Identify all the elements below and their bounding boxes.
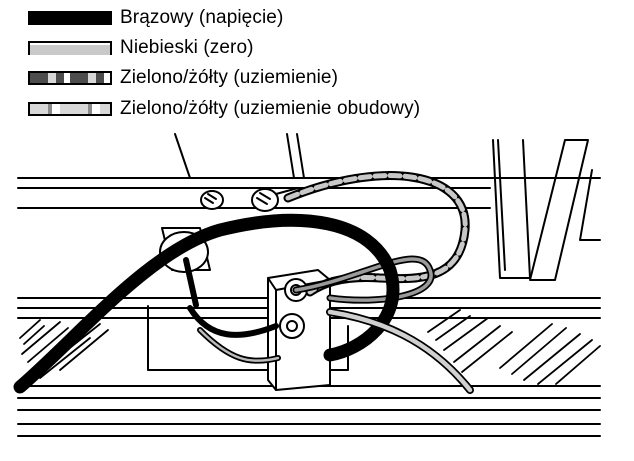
legend-label-green-yellow: Zielono/żółty (uziemienie) bbox=[120, 67, 339, 88]
wire-color-legend: Brązowy (napięcie) Niebieski (zero) Ziel… bbox=[0, 0, 634, 135]
back-panel-screw-icon bbox=[200, 190, 224, 210]
legend-label-brown: Brązowy (napięcie) bbox=[120, 7, 284, 28]
appliance-back-panel bbox=[17, 133, 601, 209]
terminal-screw-lower-icon bbox=[279, 313, 305, 339]
appliance-side-frame bbox=[492, 139, 601, 281]
legend-item-brown: Brązowy (napięcie) bbox=[28, 6, 283, 30]
legend-item-blue: Niebieski (zero) bbox=[28, 36, 254, 60]
legend-item-green-yellow: Zielono/żółty (uziemienie) bbox=[28, 66, 338, 90]
green-yellow-wire-swatch-icon bbox=[28, 71, 112, 85]
legend-item-green-yellow-housing: Zielono/żółty (uziemienie obudowy) bbox=[28, 97, 420, 121]
ground-screw-icon bbox=[251, 187, 299, 212]
legend-label-blue: Niebieski (zero) bbox=[120, 37, 254, 58]
blue-wire-swatch-icon bbox=[28, 41, 112, 55]
brown-wire-swatch-icon bbox=[28, 11, 112, 25]
legend-label-green-yellow-housing: Zielono/żółty (uziemienie obudowy) bbox=[120, 98, 421, 119]
brown-live-wire bbox=[13, 213, 400, 394]
vent-slots-right bbox=[427, 309, 601, 385]
wiring-illustration bbox=[13, 133, 601, 437]
green-yellow-housing-wire-swatch-icon bbox=[28, 102, 112, 116]
